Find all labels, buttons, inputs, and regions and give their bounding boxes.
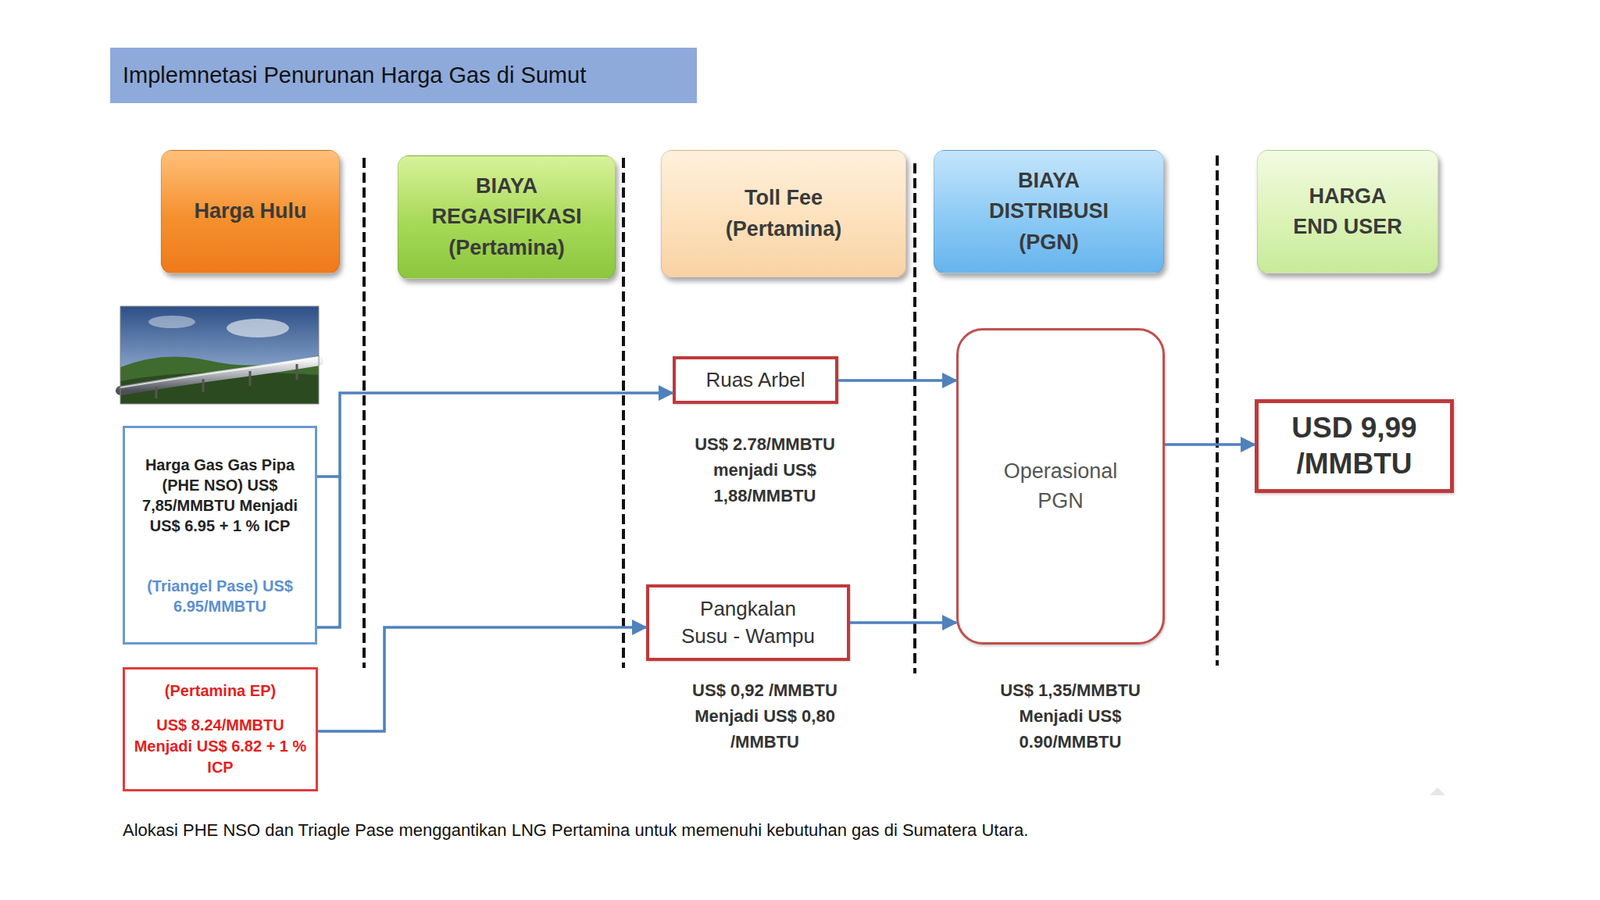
- photo-cloud: [148, 315, 196, 329]
- connector-group: [850, 622, 957, 624]
- column-header: BIAYA DISTRIBUSI (PGN): [933, 150, 1165, 274]
- photo-sky: [120, 306, 319, 404]
- photo-pipe: [120, 360, 319, 391]
- photo-frame: [120, 306, 319, 404]
- corner-mark: [1429, 787, 1446, 796]
- connector-group: [838, 380, 957, 382]
- photo-support: [296, 364, 299, 380]
- source-box: (Pertamina EP) US$ 8.24/MMBTU Menjadi US$…: [122, 667, 318, 792]
- flow-arrow: [850, 621, 957, 625]
- operator-box: Operasional PGN: [956, 328, 1165, 645]
- node-text: BIAYA DISTRIBUSI (PGN): [963, 165, 1136, 258]
- photo-hill: [120, 355, 319, 404]
- divider-line: [362, 157, 366, 668]
- pipeline-photo: [120, 306, 319, 404]
- divider-line: [1215, 155, 1219, 666]
- photo-cloud: [226, 318, 290, 338]
- column-header: BIAYA REGASIFIKASI (Pertamina): [397, 155, 616, 279]
- divider-line: [621, 157, 625, 668]
- flow-arrow: [317, 392, 673, 477]
- flow-arrow: [838, 378, 957, 383]
- node-text: Toll Fee (Pertamina): [705, 182, 862, 244]
- photo-pipe-highlight: [120, 357, 319, 388]
- node-text: USD 9,99 /MMBTU: [1268, 410, 1441, 483]
- pipeline-segment-box: Ruas Arbel: [672, 356, 839, 404]
- node-text: Harga Hulu: [193, 196, 307, 227]
- title-text: Implemnetasi Penurunan Harga Gas di Sumu…: [122, 62, 586, 89]
- node-text: Ruas Arbel: [705, 366, 805, 394]
- flow-arrow: [317, 627, 647, 732]
- caption-text: Alokasi PHE NSO dan Triagle Pase menggan…: [122, 820, 1029, 841]
- node-text: HARGA END USER: [1285, 181, 1411, 243]
- photo-support: [155, 386, 158, 399]
- column-header: Harga Hulu: [160, 150, 340, 274]
- node-text: Operasional PGN: [982, 457, 1140, 517]
- divider-line: [913, 163, 917, 674]
- price-note: US$ 1,35/MMBTU Menjadi US$ 0.90/MMBTU: [968, 677, 1172, 755]
- connector-group: [1164, 444, 1255, 446]
- result-box: USD 9,99 /MMBTU: [1254, 399, 1454, 493]
- source-box: Harga Gas Gas Pipa (PHE NSO) US$ 7,85/MM…: [122, 425, 318, 645]
- node-text: Harga Gas Gas Pipa (PHE NSO) US$ 7,85/MM…: [129, 454, 311, 536]
- photo-support: [249, 371, 252, 386]
- node-text: Pangkalan Susu - Wampu: [678, 595, 819, 650]
- column-header: Toll Fee (Pertamina): [660, 150, 907, 278]
- connector-group: [317, 627, 647, 732]
- price-note: US$ 0,92 /MMBTU Menjadi US$ 0,80 /MMBTU: [663, 677, 867, 755]
- caption-box: Alokasi PHE NSO dan Triagle Pase menggan…: [122, 820, 1029, 841]
- flow-arrow: [1164, 442, 1255, 447]
- title-band: Implemnetasi Penurunan Harga Gas di Sumu…: [110, 47, 697, 104]
- connector-group: [317, 392, 673, 628]
- node-text: (Pertamina EP): [164, 680, 276, 702]
- pipeline-segment-box: Pangkalan Susu - Wampu: [646, 584, 850, 661]
- price-note: US$ 2.78/MMBTU menjadi US$ 1,88/MMBTU: [663, 431, 867, 509]
- column-header: HARGA END USER: [1257, 150, 1439, 274]
- node-text: US$ 8.24/MMBTU Menjadi US$ 6.82 + 1 % IC…: [129, 714, 311, 779]
- photo-support: [202, 378, 205, 393]
- connector-branch: [317, 476, 340, 628]
- node-text: (Triangel Pase) US$ 6.95/MMBTU: [129, 575, 311, 617]
- node-text: BIAYA REGASIFIKASI (Pertamina): [405, 171, 609, 263]
